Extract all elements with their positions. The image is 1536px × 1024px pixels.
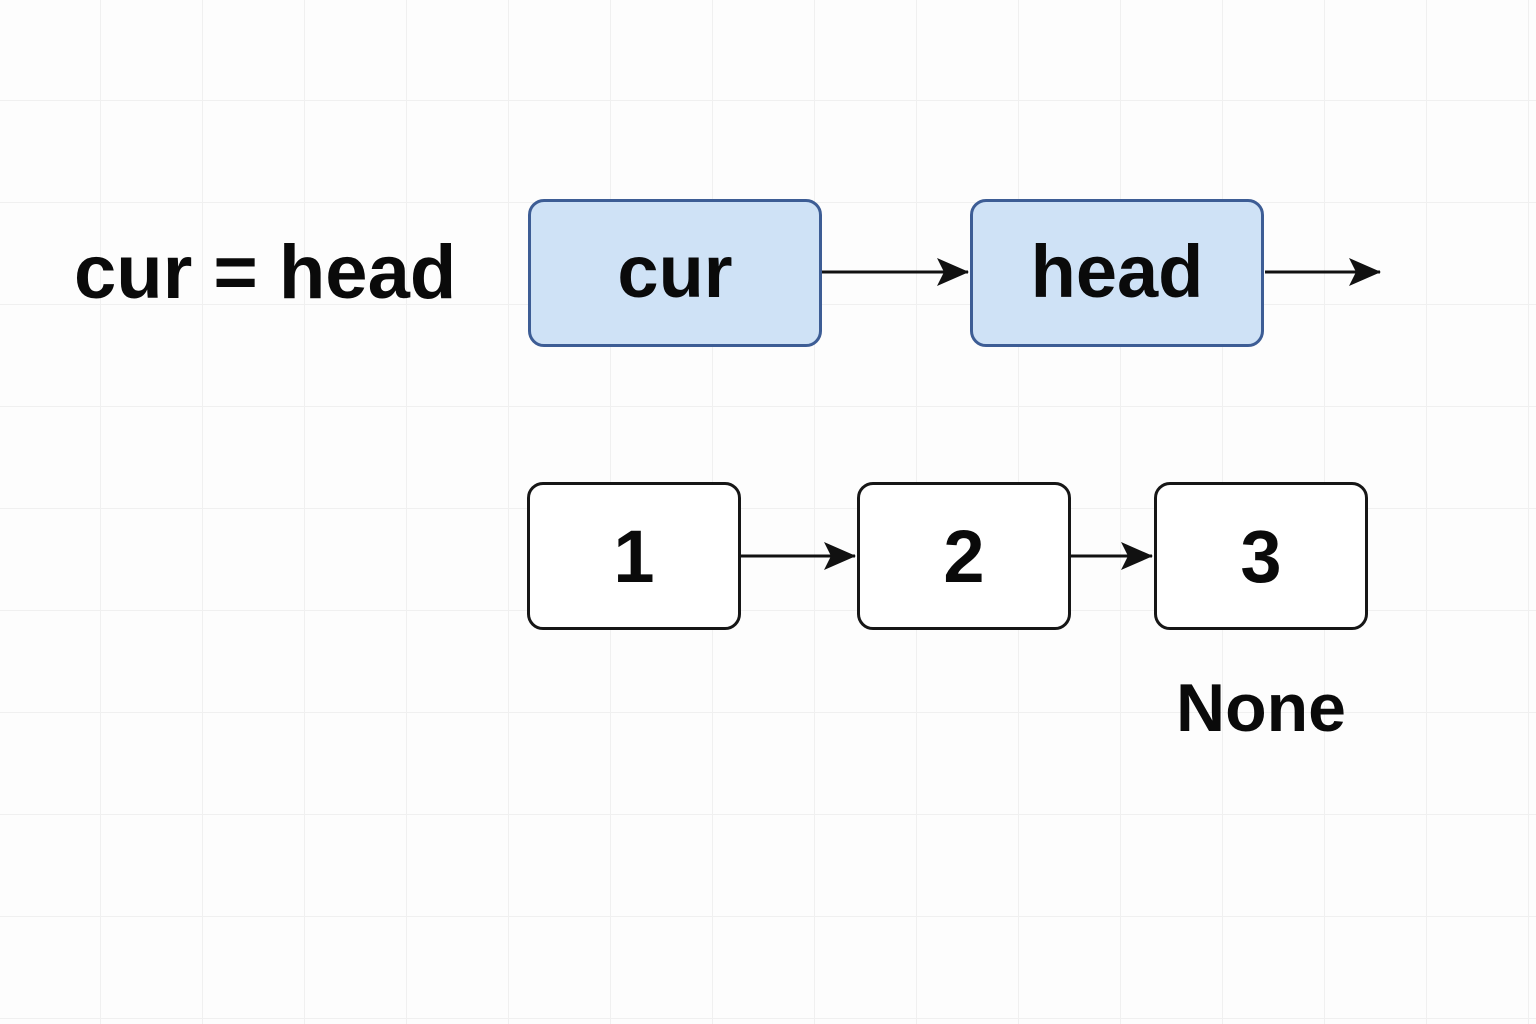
pointer-box-cur: cur [528,199,822,347]
list-node-2: 2 [857,482,1071,630]
node-value-2: 2 [943,514,985,598]
list-node-1: 1 [527,482,741,630]
pointer-label-cur: cur [617,229,733,313]
pointer-box-head: head [970,199,1264,347]
node-value-3: 3 [1240,514,1282,598]
pointer-label-head: head [1030,229,1204,313]
node-value-1: 1 [613,514,655,598]
code-statement: cur = head [74,230,457,315]
list-node-3: 3 [1154,482,1368,630]
none-terminator-label: None [1176,670,1346,746]
